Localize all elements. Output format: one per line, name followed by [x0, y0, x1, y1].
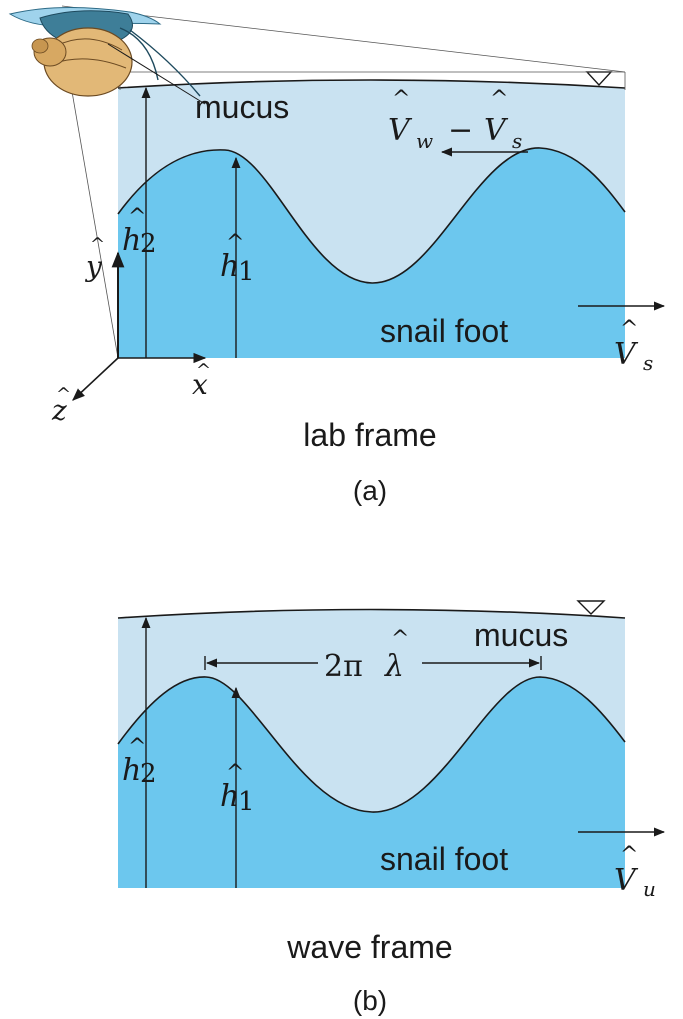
- svg-text:z: z: [51, 394, 67, 427]
- h2-label-b: ^ h 2: [122, 735, 157, 789]
- svg-text:2: 2: [140, 759, 157, 789]
- relative-velocity-label: ^ V w − ^ V s: [388, 87, 522, 153]
- foot-surface-curve-b: [117, 676, 626, 813]
- panel-tag-b: (b): [353, 985, 387, 1016]
- svg-text:^: ^: [90, 234, 105, 255]
- frame-label-a: lab frame: [303, 417, 436, 453]
- svg-text:^: ^: [490, 87, 508, 112]
- svg-text:2π: 2π: [324, 649, 363, 684]
- foot-velocity-label-b: ^ V u: [614, 843, 656, 901]
- svg-text:V: V: [614, 337, 639, 372]
- wavelength-label: 2π ^ λ: [324, 627, 409, 684]
- svg-text:1: 1: [238, 257, 255, 287]
- svg-text:h: h: [220, 249, 239, 284]
- svg-text:V: V: [614, 863, 639, 898]
- panel-a: mucus ^ V w − ^ V s ^ h 2 ^ h 1 snail fo…: [8, 5, 666, 506]
- svg-text:^: ^: [620, 317, 638, 342]
- free-surface-line-b: [117, 608, 626, 619]
- svg-text:h: h: [122, 223, 141, 258]
- foot-surface-curve-a: [117, 147, 626, 284]
- svg-text:h: h: [122, 753, 141, 788]
- snail-illustration-icon: [8, 6, 206, 105]
- free-surface-marker-a: [585, 71, 613, 87]
- svg-text:s: s: [512, 129, 522, 153]
- snail-foot-region-b: [118, 676, 625, 888]
- x-axis-label: ^ x: [192, 360, 211, 401]
- projection-line-top: [61, 5, 626, 73]
- svg-text:^: ^: [392, 87, 410, 112]
- svg-text:w: w: [416, 129, 433, 153]
- svg-text:^: ^: [56, 384, 71, 405]
- svg-text:2: 2: [140, 229, 157, 259]
- z-axis-arrow: [72, 357, 119, 401]
- svg-text:^: ^: [128, 205, 146, 230]
- svg-text:V: V: [484, 113, 509, 148]
- svg-text:1: 1: [238, 787, 255, 817]
- svg-text:^: ^: [226, 231, 244, 256]
- frame-label-b: wave frame: [286, 929, 452, 965]
- svg-text:^: ^: [128, 735, 146, 760]
- svg-text:^: ^: [196, 360, 211, 381]
- h2-label-a: ^ h 2: [122, 205, 157, 259]
- foot-label-b: snail foot: [380, 841, 508, 877]
- y-axis-label: ^ y: [84, 234, 105, 283]
- free-surface-line-a: [117, 79, 626, 89]
- z-axis-label: ^ z: [51, 384, 71, 427]
- mucus-label-a: mucus: [195, 89, 289, 125]
- svg-text:s: s: [643, 351, 653, 375]
- svg-text:y: y: [84, 250, 103, 283]
- svg-text:^: ^: [391, 627, 409, 652]
- projection-line-left: [69, 79, 119, 359]
- h1-label-b: ^ h 1: [220, 761, 255, 817]
- free-surface-marker-b: [576, 600, 606, 615]
- foot-label-a: snail foot: [380, 313, 508, 349]
- svg-text:u: u: [643, 877, 656, 901]
- panel-tag-a: (a): [353, 475, 387, 506]
- svg-text:^: ^: [226, 761, 244, 786]
- svg-text:h: h: [220, 779, 239, 814]
- h1-label-a: ^ h 1: [220, 231, 255, 287]
- panel-b: mucus 2π ^ λ ^ h 2 ^ h 1 snail foot ^ V …: [117, 600, 666, 1016]
- svg-text:V: V: [388, 113, 413, 148]
- snail-foot-region-a: [118, 147, 625, 358]
- mucus-label-b: mucus: [474, 617, 568, 653]
- svg-text:^: ^: [620, 843, 638, 868]
- svg-text:λ: λ: [384, 649, 404, 684]
- svg-text:x: x: [192, 368, 208, 401]
- foot-velocity-label-a: ^ V s: [614, 317, 653, 375]
- svg-text:−: −: [448, 113, 473, 148]
